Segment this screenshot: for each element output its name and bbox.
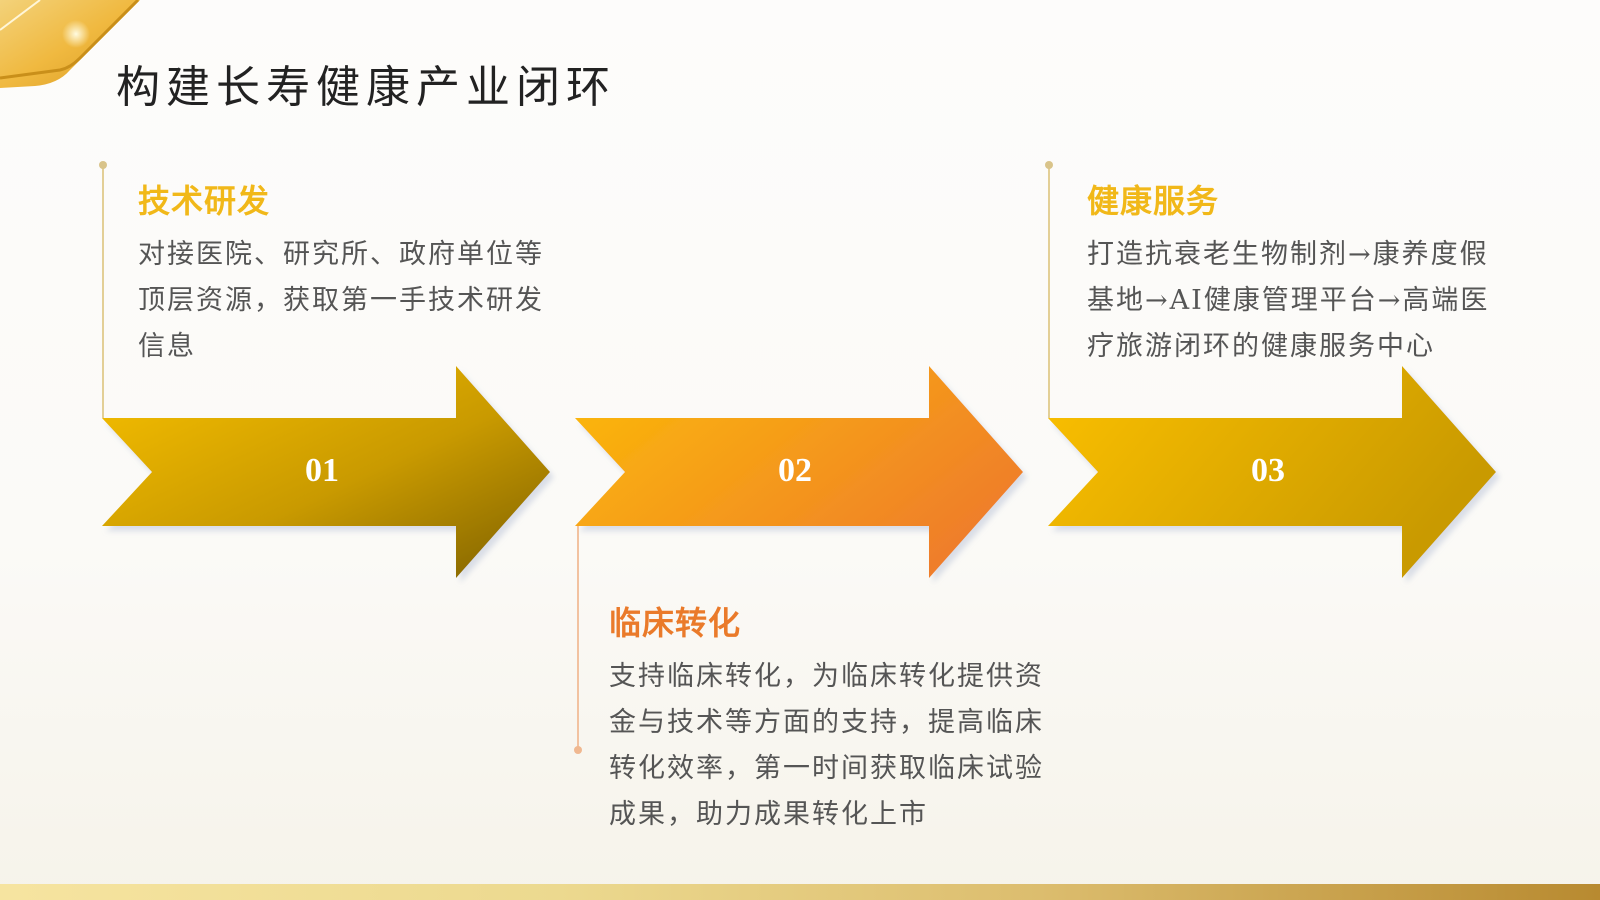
step-heading-03: 健康服务 [1087, 182, 1220, 220]
step-heading-01: 技术研发 [138, 182, 271, 220]
step-body-02: 支持临床转化，为临床转化提供资金与技术等方面的支持，提高临床转化效率，第一时间获… [609, 661, 1044, 830]
connector-dot-02 [574, 746, 582, 754]
step-body-03: 打造抗衰老生物制剂→康养度假基地→AI健康管理平台→高端医疗旅游闭环的健康服务中… [1087, 239, 1490, 362]
step-block-02: 临床转化 支持临床转化，为临床转化提供资金与技术等方面的支持，提高临床转化效率，… [609, 598, 1049, 838]
step-block-03: 健康服务 打造抗衰老生物制剂→康养度假基地→AI健康管理平台→高端医疗旅游闭环的… [1087, 176, 1517, 370]
slide-title: 构建长寿健康产业闭环 [116, 62, 616, 114]
connector-dot-01 [99, 161, 107, 169]
connector-dot-03 [1045, 161, 1053, 169]
step-number-02: 02 [778, 452, 812, 489]
bottom-gold-bar [0, 884, 1600, 900]
connector-line-02 [577, 526, 579, 750]
arrow-02 [575, 366, 1023, 578]
step-block-01: 技术研发 对接医院、研究所、政府单位等顶层资源，获取第一手技术研发信息 [138, 176, 548, 370]
connector-line-03 [1048, 165, 1050, 418]
step-number-03: 03 [1251, 452, 1285, 489]
gold-corner-decoration [0, 0, 140, 88]
step-heading-02: 临床转化 [609, 604, 742, 642]
step-body-01: 对接医院、研究所、政府单位等顶层资源，获取第一手技术研发信息 [138, 239, 544, 362]
connector-line-01 [102, 165, 104, 418]
arrow-03 [1048, 366, 1496, 578]
arrow-01 [102, 366, 550, 578]
step-number-01: 01 [305, 452, 339, 489]
